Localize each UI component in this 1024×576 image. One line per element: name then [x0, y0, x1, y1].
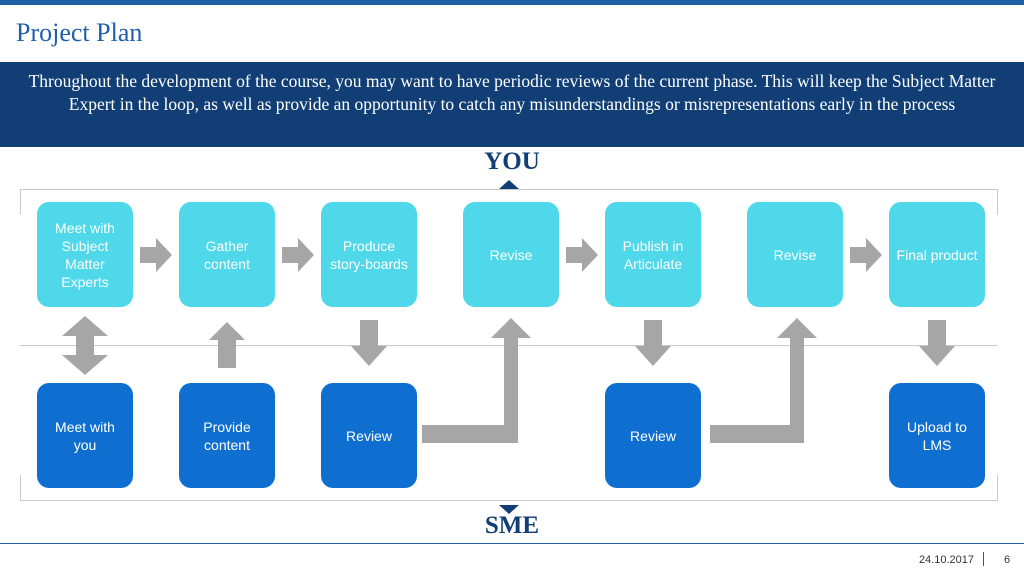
footer-divider: [0, 543, 1024, 544]
step-final-product: Final product: [889, 202, 985, 307]
step-produce-storyboards: Produce story-boards: [321, 202, 417, 307]
arrow-bent-up-icon: [710, 318, 817, 443]
arrow-down-icon: [351, 320, 387, 366]
arrow-double-icon: [62, 316, 108, 375]
you-pointer-icon: [499, 180, 519, 189]
step-review-1: Review: [321, 383, 417, 488]
step-meet-with-you: Meet with you: [37, 383, 133, 488]
step-revise-2: Revise: [747, 202, 843, 307]
step-publish-articulate: Publish in Articulate: [605, 202, 701, 307]
footer-separator: [983, 552, 984, 566]
arrow-right-icon: [140, 238, 172, 272]
step-revise-1: Revise: [463, 202, 559, 307]
arrow-right-icon: [282, 238, 314, 272]
slide-title: Project Plan: [16, 18, 143, 47]
arrow-up-icon: [209, 322, 245, 368]
top-accent-bar: [0, 0, 1024, 5]
arrow-bent-up-icon: [422, 318, 531, 443]
intro-banner: Throughout the development of the course…: [0, 62, 1024, 147]
role-label-sme: SME: [484, 512, 540, 539]
step-meet-experts: Meet with Subject Matter Experts: [37, 202, 133, 307]
page-number: 6: [1004, 554, 1011, 566]
sme-pointer-icon: [499, 505, 519, 514]
arrow-down-icon: [635, 320, 671, 366]
step-gather-content: Gather content: [179, 202, 275, 307]
step-review-2: Review: [605, 383, 701, 488]
role-label-you: YOU: [484, 148, 540, 175]
step-provide-content: Provide content: [179, 383, 275, 488]
step-upload-lms: Upload to LMS: [889, 383, 985, 488]
footer-date: 24.10.2017: [918, 554, 974, 566]
arrow-down-icon: [919, 320, 955, 366]
arrow-right-icon: [566, 238, 598, 272]
arrow-right-icon: [850, 238, 882, 272]
